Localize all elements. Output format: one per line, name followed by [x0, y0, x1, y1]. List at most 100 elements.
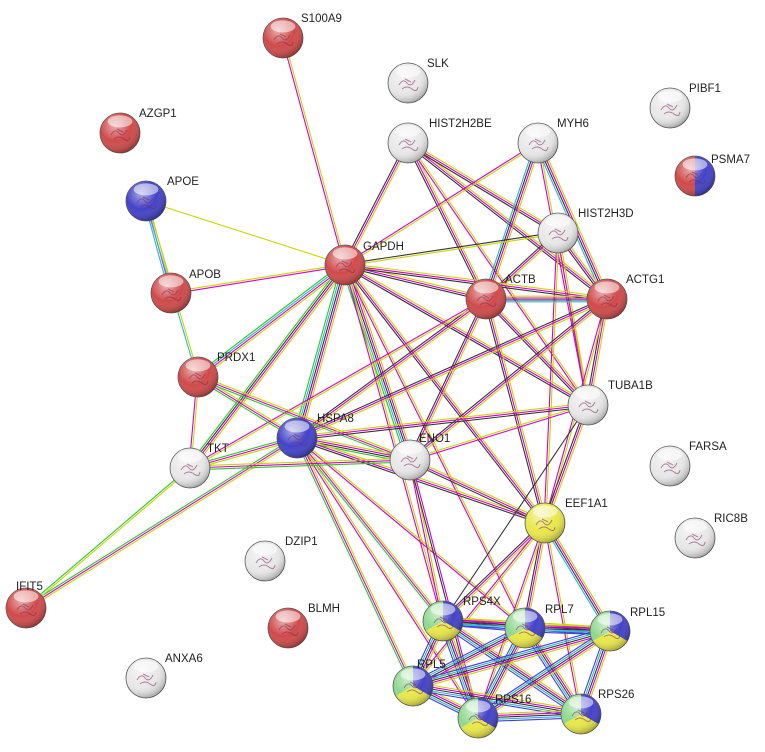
- edge-hspa8-rpl5: [294, 436, 416, 688]
- node-slk[interactable]: SLK: [387, 58, 449, 104]
- edge-line-magenta: [486, 142, 540, 300]
- node-shading: [263, 18, 303, 58]
- edge-hist2h2be-actg1: [406, 140, 609, 302]
- node-rpl15[interactable]: RPL15: [589, 607, 665, 652]
- node-dzip1[interactable]: DZIP1: [244, 536, 318, 582]
- edge-line-black: [442, 404, 589, 622]
- node-farsa[interactable]: FARSA: [649, 441, 727, 487]
- edge-gapdh-actb: [344, 262, 487, 302]
- node-hspa8[interactable]: HSPA8: [276, 413, 354, 459]
- node-shading: [650, 446, 690, 486]
- node-label: ANXA6: [165, 653, 203, 665]
- edge-line-black: [542, 403, 587, 523]
- edge-line-yellow: [344, 143, 540, 267]
- edge-line-magenta: [281, 37, 345, 266]
- edge-line-yellow: [411, 299, 489, 462]
- node-label: ACTB: [505, 274, 536, 286]
- node-ric8b[interactable]: RIC8B: [674, 513, 748, 559]
- edge-actb-eno1: [407, 297, 489, 462]
- node-shading: [525, 503, 565, 543]
- node-label: DZIP1: [285, 536, 318, 548]
- edge-apoe-gapdh: [145, 200, 346, 266]
- node-shading: [100, 113, 140, 153]
- node-shading: [675, 156, 715, 196]
- edge-line-green: [294, 438, 412, 688]
- node-anxa6[interactable]: ANXA6: [125, 653, 203, 699]
- node-azgp1[interactable]: AZGP1: [99, 108, 177, 154]
- edge-line-yellow: [408, 141, 590, 406]
- edge-line-yellow: [189, 457, 411, 467]
- edge-line-magenta: [409, 298, 487, 461]
- node-apob[interactable]: APOB: [150, 269, 221, 314]
- edge-line-magenta: [443, 618, 583, 713]
- edge-line-magenta: [412, 632, 612, 689]
- node-shading: [587, 279, 627, 319]
- node-label: GAPDH: [363, 241, 404, 253]
- edge-line-yellow: [488, 143, 542, 301]
- node-label: HIST2H3D: [578, 208, 634, 220]
- node-hist2h2be[interactable]: HIST2H2BE: [387, 118, 492, 164]
- node-hist2h3d[interactable]: HIST2H3D: [537, 208, 634, 254]
- edge-line-magenta: [407, 142, 487, 300]
- node-blmh[interactable]: BLMH: [267, 603, 340, 649]
- edge-line-black: [484, 299, 588, 407]
- edge-eno1-eef1a1: [408, 457, 547, 526]
- edge-line-magenta: [344, 264, 546, 524]
- edge-line-black: [295, 296, 486, 438]
- edge-line-magenta: [409, 405, 589, 462]
- node-rps4x[interactable]: RPS4X: [422, 596, 501, 642]
- node-label: APOE: [167, 176, 199, 188]
- node-shading: [277, 418, 317, 458]
- edge-line-blue: [410, 624, 524, 684]
- node-rps16[interactable]: RPS16: [457, 694, 531, 739]
- edge-line-magenta: [543, 522, 581, 715]
- edge-apob-gapdh: [170, 263, 346, 295]
- node-label: HIST2H2BE: [429, 118, 492, 130]
- edge-hist2h3d-eef1a1: [543, 232, 560, 524]
- edge-line-magenta: [189, 459, 411, 469]
- node-ifit5[interactable]: IFIT5: [5, 581, 47, 629]
- edge-line-black: [342, 265, 545, 525]
- edge-line-black: [441, 521, 545, 621]
- edge-line-magenta: [556, 232, 588, 406]
- edge-tuba1b-eef1a1: [542, 403, 591, 525]
- node-gapdh[interactable]: GAPDH: [324, 241, 404, 286]
- edge-line-yellow: [413, 634, 612, 691]
- node-actg1[interactable]: ACTG1: [586, 274, 664, 320]
- edge-line-magenta: [25, 437, 298, 609]
- edge-line-yellow: [346, 143, 411, 267]
- node-tuba1b[interactable]: TUBA1B: [567, 380, 653, 426]
- node-label: TUBA1B: [608, 380, 653, 392]
- edge-line-yellow: [297, 299, 488, 441]
- edge-line-cyan: [441, 622, 581, 717]
- node-eef1a1[interactable]: EEF1A1: [524, 498, 608, 544]
- edge-line-yellow: [409, 141, 489, 299]
- edge-line-yellow: [170, 263, 346, 293]
- edge-actb-hspa8: [295, 296, 488, 441]
- edge-hist2h2be-hist2h3d: [406, 140, 560, 236]
- node-s100a9[interactable]: S100A9: [262, 13, 342, 59]
- node-label: ACTG1: [626, 274, 664, 286]
- edge-line-black: [484, 142, 538, 300]
- edge-gapdh-rps4x: [343, 264, 445, 622]
- edge-rps4x-rps26: [440, 617, 584, 718]
- edge-line-black: [342, 141, 407, 265]
- node-shading: [126, 658, 166, 698]
- edge-line-magenta: [409, 459, 546, 524]
- edge-line-magenta: [296, 437, 546, 524]
- edge-line-yellow: [297, 300, 609, 441]
- edge-line-magenta: [198, 265, 347, 379]
- node-psma7[interactable]: PSMA7: [674, 154, 750, 197]
- node-shading: [650, 88, 690, 128]
- edge-line-yellow: [297, 435, 547, 522]
- edge-line-magenta: [411, 521, 545, 686]
- edge-rpl7-rpl5: [410, 624, 528, 690]
- node-myh6[interactable]: MYH6: [517, 118, 589, 164]
- edge-line-black: [442, 620, 582, 715]
- node-rps26[interactable]: RPS26: [560, 689, 634, 735]
- node-pibf1[interactable]: PIBF1: [649, 83, 721, 129]
- node-shading: [170, 448, 210, 488]
- edge-line-cyan: [294, 263, 344, 439]
- node-tkt[interactable]: TKT: [169, 443, 229, 489]
